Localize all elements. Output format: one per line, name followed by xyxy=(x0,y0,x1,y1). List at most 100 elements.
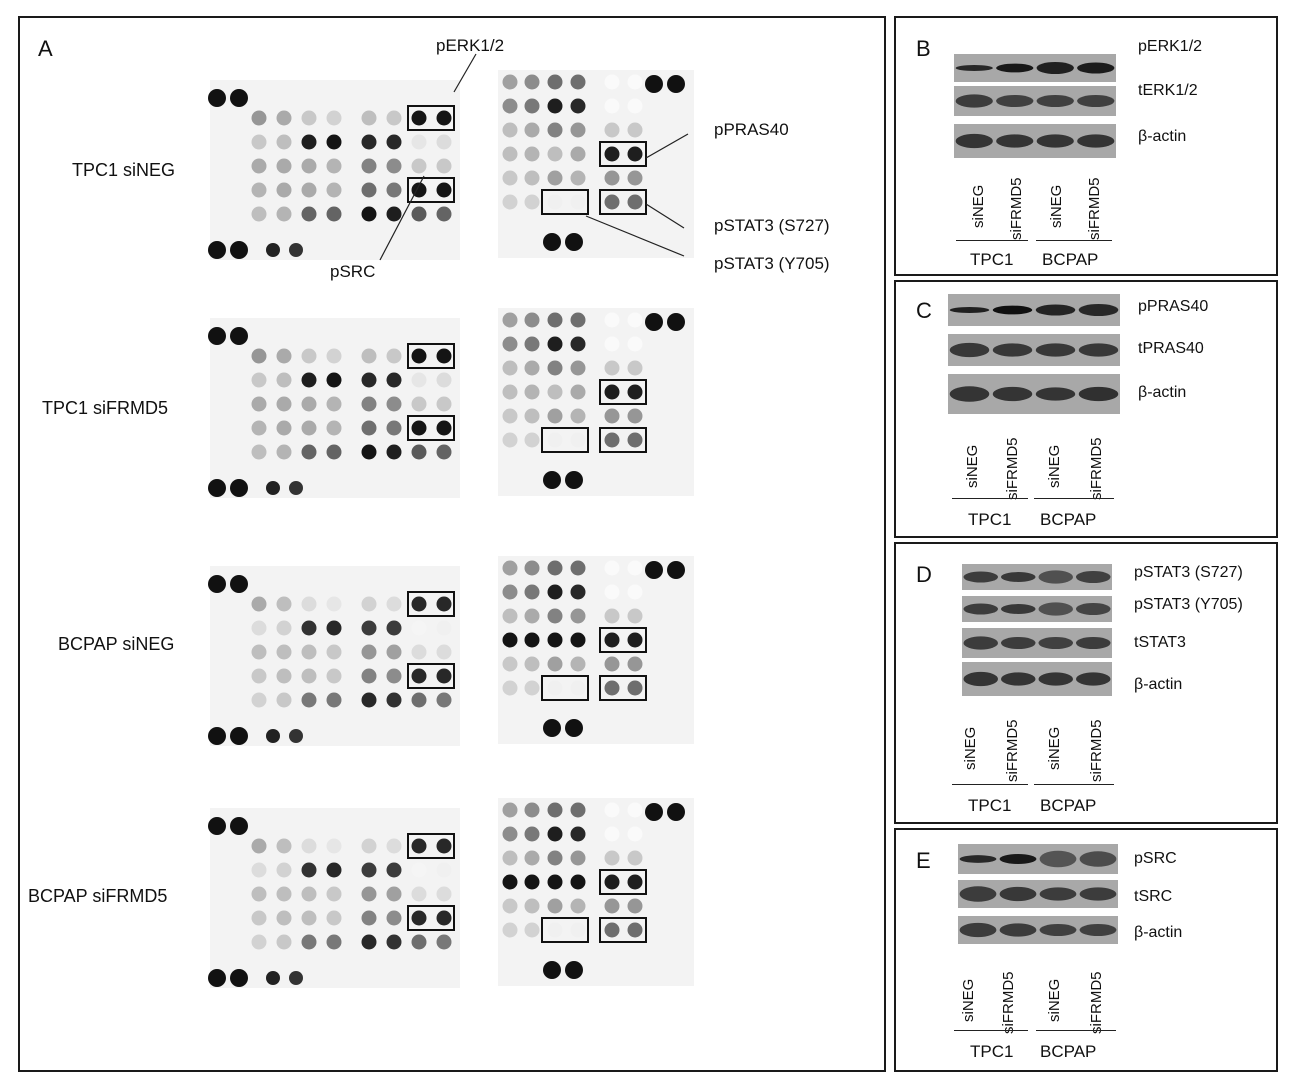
blot-band xyxy=(1078,303,1119,317)
blot-band xyxy=(1077,62,1115,74)
panel-e-blots xyxy=(958,844,1118,944)
blot-band xyxy=(963,571,998,583)
group-line-b2 xyxy=(1036,240,1112,241)
blot-band xyxy=(1079,851,1117,867)
blot-label-pstat3-y705: pSTAT3 (Y705) xyxy=(1134,596,1243,613)
blot-label-terk: tERK1/2 xyxy=(1138,82,1198,99)
row-label-tpc1-sineg: TPC1 siNEG xyxy=(72,160,176,180)
callout-line-4 xyxy=(645,203,685,229)
lane-label-c4: siFRMD5 xyxy=(1088,437,1105,501)
blot-band xyxy=(992,386,1033,402)
blot-band xyxy=(955,133,993,149)
group-label-d-tpc1: TPC1 xyxy=(968,796,1012,815)
blot-strip xyxy=(962,596,1112,622)
blot-label-actin-c: β-actin xyxy=(1138,384,1187,401)
blot-label-tstat3: tSTAT3 xyxy=(1134,634,1186,651)
blot-label-tsrc: tSRC xyxy=(1134,888,1173,905)
blot-strip xyxy=(962,662,1112,696)
callout-line-2 xyxy=(379,175,425,261)
blot-band xyxy=(996,134,1034,148)
panel-c-letter: C xyxy=(916,298,932,323)
array-right-3 xyxy=(498,556,694,744)
lane-label-e2: siFRMD5 xyxy=(1000,971,1017,1035)
row-label-bcpap-sifrmd5: BCPAP siFRMD5 xyxy=(28,886,168,906)
blot-band xyxy=(1036,134,1074,148)
callout-pstat3-y705: pSTAT3 (Y705) xyxy=(714,254,830,273)
blot-band xyxy=(1076,602,1111,616)
array-right-1 xyxy=(498,70,694,258)
blot-band xyxy=(999,854,1037,864)
blot-band xyxy=(1001,672,1036,686)
blot-band xyxy=(1038,570,1073,584)
blot-band xyxy=(1077,134,1115,148)
blot-label-actin-d: β-actin xyxy=(1134,676,1183,693)
array-left-4 xyxy=(208,808,460,988)
blot-strip xyxy=(954,86,1116,116)
lane-label-c1: siNEG xyxy=(964,444,981,488)
callout-perk: pERK1/2 xyxy=(436,36,505,55)
blot-band xyxy=(999,886,1037,902)
lane-label-b1: siNEG xyxy=(970,184,987,228)
lane-label-d2: siFRMD5 xyxy=(1004,719,1021,783)
blot-label-psrc: pSRC xyxy=(1134,850,1177,867)
blot-band xyxy=(1039,923,1077,937)
callout-pstat3-s727: pSTAT3 (S727) xyxy=(714,216,830,235)
panel-c-blots xyxy=(948,294,1120,414)
blot-strip xyxy=(948,294,1120,326)
blot-band xyxy=(1001,572,1036,582)
group-label-b-bcpap: BCPAP xyxy=(1042,250,1099,269)
blot-label-perk: pERK1/2 xyxy=(1138,38,1203,55)
group-label-e-tpc1: TPC1 xyxy=(970,1042,1014,1061)
blot-strip xyxy=(962,628,1112,658)
blot-band xyxy=(963,603,998,615)
panel-a: A TPC1 siNEG TPC1 siFRMD5 BCPAP siNEG BC… xyxy=(18,16,886,1072)
row-label-tpc1-sifrmd5: TPC1 siFRMD5 xyxy=(42,398,169,418)
array-right-2 xyxy=(498,308,694,496)
panel-b-letter: B xyxy=(916,36,931,61)
blot-band xyxy=(992,343,1033,357)
blot-band xyxy=(1035,387,1076,401)
panel-d: D pSTAT3 (S727) pSTAT3 (Y705) tSTAT3 β-a… xyxy=(894,542,1278,824)
lane-label-d4: siFRMD5 xyxy=(1088,719,1105,783)
blot-band xyxy=(996,63,1034,73)
panel-d-letter: D xyxy=(916,562,932,587)
blot-label-tpras40: tPRAS40 xyxy=(1138,340,1204,357)
blot-band xyxy=(1038,636,1073,650)
blot-band xyxy=(1035,343,1076,357)
array-right-4 xyxy=(498,798,694,986)
row-label-bcpap-sineg: BCPAP siNEG xyxy=(58,634,175,654)
blot-band xyxy=(963,636,998,650)
group-line-c1 xyxy=(952,498,1028,499)
blot-band xyxy=(949,386,990,402)
blot-band xyxy=(996,94,1034,108)
blot-strip xyxy=(948,334,1120,366)
callout-psrc: pSRC xyxy=(330,262,376,281)
blot-label-pstat3-s727: pSTAT3 (S727) xyxy=(1134,564,1243,581)
blot-band xyxy=(1038,602,1073,616)
blot-band xyxy=(1076,672,1111,686)
lane-label-e1: siNEG xyxy=(960,978,977,1022)
callout-line-3 xyxy=(645,133,689,159)
group-label-b-tpc1: TPC1 xyxy=(970,250,1014,269)
blot-band xyxy=(1039,850,1077,868)
lane-label-d1: siNEG xyxy=(962,726,979,770)
panel-b-blots xyxy=(954,54,1116,158)
blot-band xyxy=(999,923,1037,937)
lane-label-c3: siNEG xyxy=(1046,444,1063,488)
blot-band xyxy=(1038,672,1073,686)
blot-strip xyxy=(948,374,1120,414)
blot-band xyxy=(959,855,997,863)
lane-label-c2: siFRMD5 xyxy=(1004,437,1021,501)
blot-strip xyxy=(954,124,1116,158)
array-left-3 xyxy=(208,566,460,746)
group-label-e-bcpap: BCPAP xyxy=(1040,1042,1097,1061)
blot-band xyxy=(963,671,998,687)
blot-band xyxy=(1036,94,1074,108)
array-left-1 xyxy=(208,80,460,260)
group-label-c-tpc1: TPC1 xyxy=(968,510,1012,529)
panel-e: E pSRC tSRC β-actin siNEG siFRMD5 siNEG … xyxy=(894,828,1278,1072)
panel-b: B pERK1/2 tERK1/2 β-actin siNEG siFRMD5 … xyxy=(894,16,1278,276)
blot-band xyxy=(1076,636,1111,650)
blot-band xyxy=(949,342,990,358)
group-line-d2 xyxy=(1034,784,1114,785)
